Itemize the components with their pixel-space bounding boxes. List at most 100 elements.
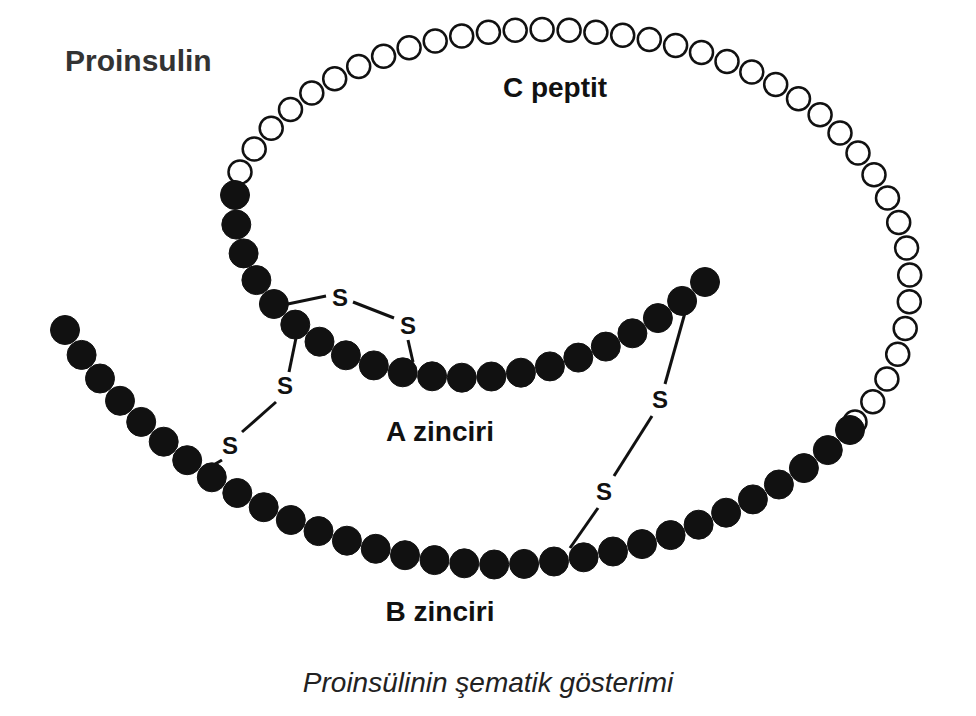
amino-acid-bead bbox=[323, 67, 346, 90]
amino-acid-bead bbox=[221, 181, 250, 210]
amino-acid-bead bbox=[531, 18, 554, 41]
disulfide-bonds bbox=[205, 296, 688, 548]
amino-acid-bead bbox=[332, 526, 361, 555]
amino-acid-bead bbox=[789, 454, 818, 483]
amino-acid-bead bbox=[447, 363, 476, 392]
amino-acid-bead bbox=[372, 45, 395, 68]
diagram-caption: Proinsülinin şematik gösterimi bbox=[303, 668, 673, 699]
amino-acid-bead bbox=[260, 117, 283, 140]
amino-acid-bead bbox=[684, 510, 713, 539]
amino-acid-bead bbox=[477, 362, 506, 391]
chain-label: C peptit bbox=[500, 73, 610, 104]
amino-acid-bead bbox=[424, 30, 447, 53]
amino-acid-bead bbox=[764, 470, 793, 499]
amino-acid-bead bbox=[420, 546, 449, 575]
amino-acid-bead bbox=[618, 319, 647, 348]
amino-acid-bead bbox=[564, 343, 593, 372]
amino-acid-bead bbox=[813, 436, 842, 465]
amino-acid-bead bbox=[847, 142, 870, 165]
chain-label: A zinciri bbox=[383, 417, 497, 448]
amino-acid-bead bbox=[398, 36, 421, 59]
amino-acid-bead bbox=[886, 343, 909, 366]
amino-acid-bead bbox=[829, 122, 852, 145]
amino-acid-bead bbox=[388, 358, 417, 387]
amino-acid-bead bbox=[173, 446, 202, 475]
amino-acid-bead bbox=[480, 550, 509, 579]
sulfur-atom-label: S bbox=[594, 479, 614, 505]
amino-acid-bead bbox=[875, 367, 898, 390]
amino-acid-bead bbox=[740, 61, 763, 84]
amino-acid-bead bbox=[591, 332, 620, 361]
amino-acid-bead bbox=[628, 530, 657, 559]
amino-acid-bead bbox=[391, 541, 420, 570]
amino-acid-bead bbox=[898, 290, 921, 313]
amino-acid-bead bbox=[222, 210, 251, 239]
amino-acid-bead bbox=[738, 485, 767, 514]
sulfur-atom-label: S bbox=[275, 373, 295, 399]
amino-acid-bead bbox=[305, 327, 334, 356]
amino-acid-bead bbox=[863, 163, 886, 186]
amino-acid-bead bbox=[242, 266, 271, 295]
amino-acid-bead bbox=[569, 543, 598, 572]
amino-acid-bead bbox=[477, 21, 500, 44]
amino-acid-bead bbox=[510, 549, 539, 578]
amino-acid-bead bbox=[279, 98, 302, 121]
amino-acid-bead bbox=[229, 239, 258, 268]
amino-acid-bead bbox=[535, 352, 564, 381]
sulfur-atom-label: S bbox=[650, 387, 670, 413]
chain-label: B zinciri bbox=[383, 597, 498, 628]
diagram-title: Proinsulin bbox=[65, 44, 212, 77]
amino-acid-bead bbox=[895, 237, 918, 260]
amino-acid-bead bbox=[281, 310, 310, 339]
amino-acid-bead bbox=[876, 186, 899, 209]
amino-acid-bead bbox=[450, 24, 473, 47]
amino-acid-bead bbox=[599, 537, 628, 566]
amino-acid-bead bbox=[809, 103, 832, 126]
amino-acid-bead bbox=[106, 386, 135, 415]
amino-acid-bead bbox=[764, 73, 787, 96]
amino-acid-bead bbox=[331, 341, 360, 370]
amino-acid-bead bbox=[450, 549, 479, 578]
amino-acid-bead bbox=[347, 55, 370, 78]
amino-acid-bead bbox=[656, 521, 685, 550]
amino-acid-bead bbox=[690, 41, 713, 64]
sulfur-atom-label: S bbox=[220, 433, 240, 459]
amino-acid-bead bbox=[584, 21, 607, 44]
amino-acid-bead bbox=[197, 463, 226, 492]
amino-acid-bead bbox=[712, 498, 741, 527]
amino-acid-bead bbox=[664, 34, 687, 57]
amino-acid-bead bbox=[504, 19, 527, 42]
amino-acid-bead bbox=[506, 358, 535, 387]
amino-acid-bead bbox=[149, 427, 178, 456]
amino-acid-bead bbox=[887, 211, 910, 234]
amino-acid-bead bbox=[638, 28, 661, 51]
amino-acid-bead bbox=[127, 407, 156, 436]
amino-acid-bead bbox=[611, 24, 634, 47]
amino-acid-bead bbox=[643, 304, 672, 333]
amino-acid-bead bbox=[418, 362, 447, 391]
b-chain-beads bbox=[51, 316, 865, 580]
amino-acid-bead bbox=[898, 263, 921, 286]
amino-acid-bead bbox=[259, 290, 288, 319]
amino-acid-bead bbox=[787, 87, 810, 110]
amino-acid-bead bbox=[86, 364, 115, 393]
amino-acid-bead bbox=[894, 317, 917, 340]
sulfur-atom-label: S bbox=[398, 313, 418, 339]
amino-acid-bead bbox=[276, 506, 305, 535]
amino-acid-bead bbox=[223, 479, 252, 508]
amino-acid-bead bbox=[300, 82, 323, 105]
amino-acid-bead bbox=[249, 493, 278, 522]
amino-acid-bead bbox=[558, 19, 581, 42]
sulfur-atom-label: S bbox=[330, 285, 350, 311]
amino-acid-bead bbox=[51, 316, 80, 345]
amino-acid-bead bbox=[861, 390, 884, 413]
amino-acid-bead bbox=[243, 138, 266, 161]
c-peptide-beads bbox=[229, 18, 922, 434]
a-chain-beads bbox=[221, 181, 720, 393]
amino-acid-bead bbox=[540, 547, 569, 576]
amino-acid-bead bbox=[359, 351, 388, 380]
amino-acid-bead bbox=[668, 286, 697, 315]
amino-acid-bead bbox=[304, 517, 333, 546]
amino-acid-bead bbox=[691, 268, 720, 297]
